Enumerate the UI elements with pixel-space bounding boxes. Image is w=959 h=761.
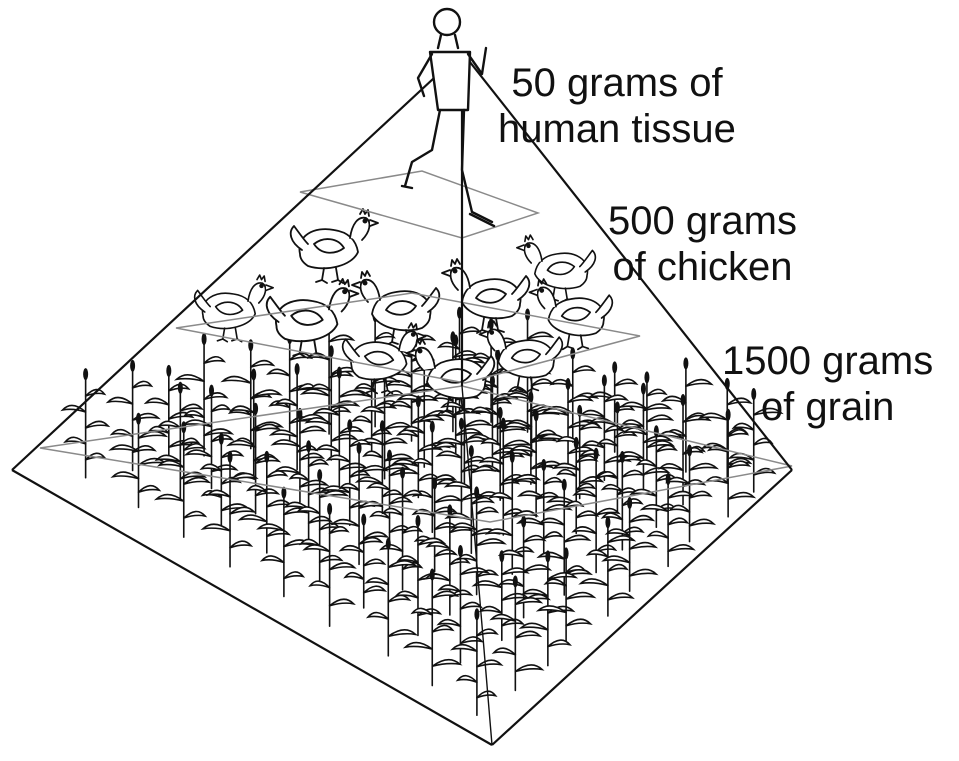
chicken (195, 275, 274, 342)
chicken (352, 271, 439, 345)
grain-stalk (341, 514, 387, 608)
chicken (529, 279, 612, 349)
grain-stalk (156, 421, 208, 537)
divider-top-level (300, 171, 538, 238)
chicken (291, 209, 378, 283)
grain-label: 1500 grams of grain (722, 338, 933, 430)
chicken-amount-line2: of chicken (608, 244, 797, 290)
chicken (517, 235, 596, 302)
human-amount-line2: human tissue (498, 106, 736, 152)
grain-stalk (108, 360, 158, 471)
chicken-amount-line1: 500 grams (608, 198, 797, 244)
human-amount-line1: 50 grams of (498, 60, 736, 106)
chicken-label: 500 grams of chicken (608, 198, 797, 290)
grain-stalk (63, 368, 108, 478)
divider-bottom-level (40, 386, 792, 522)
human-tissue-label: 50 grams of human tissue (498, 60, 736, 152)
grain-stalk (240, 451, 291, 553)
grain-amount-line1: 1500 grams (722, 338, 933, 384)
grain-amount-line2: of grain (722, 384, 933, 430)
human-figure (402, 9, 494, 226)
chicken (442, 259, 529, 333)
